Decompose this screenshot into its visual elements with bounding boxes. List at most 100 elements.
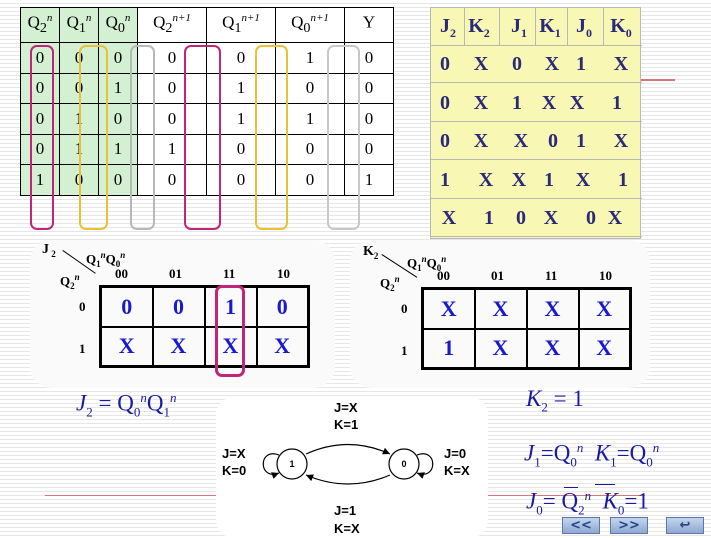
state-table-header-cell: Q0n+1 xyxy=(275,7,345,43)
jk-table-cell: X xyxy=(541,91,557,114)
kmap-cell: 0 xyxy=(255,285,310,328)
table-cell: 0 xyxy=(344,133,394,165)
highlight-oval-q0n xyxy=(130,45,155,230)
jk-table-cell: 0 xyxy=(586,207,596,229)
equation-j1-k1: J1=Q0n K1=Q0n xyxy=(524,440,660,470)
jk-table-cell: 1 xyxy=(612,91,622,114)
jk-table-cell: 0 xyxy=(440,53,450,75)
kmap-cell: 1 xyxy=(203,285,258,328)
state-node-1 xyxy=(276,448,308,480)
jk-table-cell: 1 xyxy=(618,168,628,191)
kmap-k2-var-top: Q1nQ0n xyxy=(407,254,447,273)
jk-table-cell: X xyxy=(473,91,489,114)
kmap-j2-group-oval xyxy=(215,285,245,377)
jk-header-cell: K0 xyxy=(610,15,632,40)
jk-table-cell: 1 xyxy=(440,168,450,191)
state-table-header-cell: Y xyxy=(344,7,394,43)
table-cell: 1 xyxy=(344,164,394,196)
next-slide-button[interactable]: >> xyxy=(610,517,648,534)
kmap-column-label: 10 xyxy=(277,266,290,281)
table-cell: 0 xyxy=(137,72,207,104)
jk-table-cell: X xyxy=(478,168,494,191)
return-button[interactable]: ↩ xyxy=(666,517,704,534)
jk-table-cell: 0 xyxy=(440,91,450,114)
table-cell: 0 xyxy=(344,103,394,135)
jk-table-cell: X xyxy=(473,130,489,152)
kmap-cell: X xyxy=(203,325,258,368)
jk-header-cell: J2 xyxy=(440,15,456,40)
prev-slide-button[interactable]: << xyxy=(562,517,600,534)
table-cell: 1 xyxy=(137,133,207,165)
jk-column-divider xyxy=(535,8,536,46)
jk-column-divider xyxy=(499,8,500,46)
state-table-header-cell: Q0n xyxy=(98,7,138,43)
kmap-column-label: 00 xyxy=(437,268,450,283)
jk-header-cell: J0 xyxy=(576,15,592,40)
kmap-cell: X xyxy=(99,325,154,368)
jk-table-cell: 1 xyxy=(544,168,554,191)
kmap-cell: X xyxy=(525,327,580,370)
jk-table-cell: 0 xyxy=(516,207,526,229)
jk-column-divider xyxy=(567,8,568,46)
highlight-oval-q2n1 xyxy=(184,45,221,230)
kmap-cell: X xyxy=(577,327,632,370)
right-loop-label-2: K=X xyxy=(444,463,470,478)
kmap-cell: X xyxy=(525,287,580,330)
kmap-cell: X xyxy=(421,287,476,330)
state-table-header-cell: Q2n xyxy=(20,7,60,43)
jk-table-cell: X xyxy=(441,207,457,229)
table-cell: 0 xyxy=(137,103,207,135)
transition-bottom-arrow xyxy=(305,474,391,485)
self-loop-left xyxy=(262,453,280,479)
state-node-0 xyxy=(388,448,420,480)
kmap-column-label: 11 xyxy=(223,266,236,281)
bottom-transition-label-1: J=1 xyxy=(334,503,356,518)
jk-table-cell: X xyxy=(575,168,591,191)
jk-table-cell: 1 xyxy=(484,207,494,229)
left-loop-label-1: J=X xyxy=(222,446,246,461)
table-cell: 0 xyxy=(137,164,207,196)
kmap-cell: 0 xyxy=(151,285,206,328)
kmap-row-label: 0 xyxy=(401,301,408,316)
table-cell: 1 xyxy=(206,72,276,104)
kmap-cell: X xyxy=(151,325,206,368)
kmap-cell: 0 xyxy=(99,285,154,328)
jk-table-cell: X xyxy=(544,53,560,75)
kmap-cell: 1 xyxy=(421,327,476,370)
jk-table-cell: X xyxy=(513,130,529,152)
jk-table-cell: X xyxy=(511,168,527,191)
kmap-k2-name: K2 xyxy=(363,244,379,261)
kmap-j2-var-top: Q1nQ0n xyxy=(86,250,126,269)
highlight-oval-q1n1 xyxy=(255,45,288,230)
kmap-k2-var-left: Q2n xyxy=(380,274,400,293)
jk-table-cell: X xyxy=(473,53,489,75)
jk-table-cell: 0 xyxy=(548,130,558,152)
jk-column-divider xyxy=(464,8,465,46)
left-loop-label-2: K=0 xyxy=(222,463,246,478)
table-cell: 0 xyxy=(206,164,276,196)
state-table-header-cell: Q1n+1 xyxy=(206,7,276,43)
kmap-column-label: 10 xyxy=(599,268,612,283)
kmap-row-label: 1 xyxy=(401,343,408,358)
highlight-oval-q0n1 xyxy=(327,45,360,230)
equation-j2: J2 = Q0nQ1n xyxy=(76,390,177,420)
state-table-header-cell: Q2n+1 xyxy=(137,7,207,43)
jk-table-cell: 0 xyxy=(440,130,450,152)
overline-bar xyxy=(595,484,615,485)
state-diagram: 1 0 J=X K=1 J=1 K=X J=X K=0 J=0 K=X xyxy=(222,400,470,536)
kmap-cell: X xyxy=(255,325,310,368)
state-node-0-label: 0 xyxy=(401,459,406,469)
jk-header-cell: J1 xyxy=(511,15,527,40)
